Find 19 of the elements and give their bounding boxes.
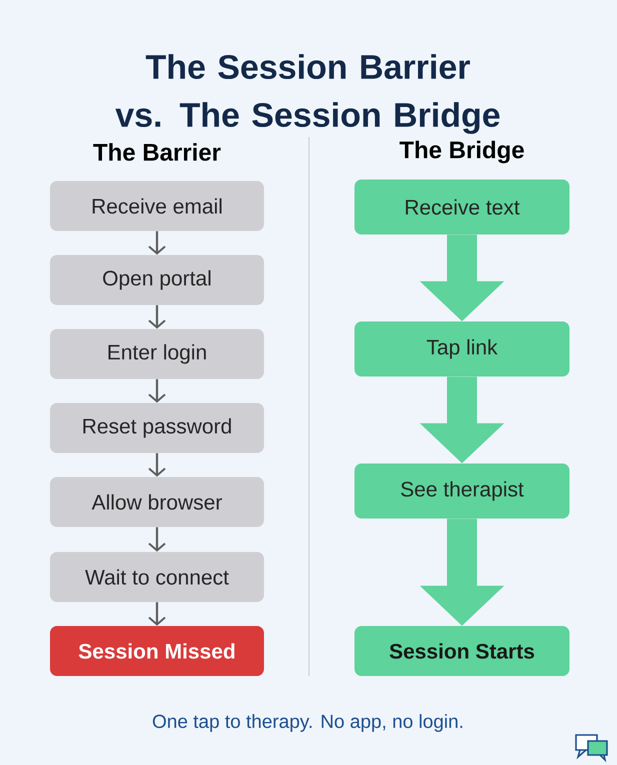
result-box: Session Starts: [354, 626, 570, 676]
arrow: [148, 602, 166, 626]
arrow: [148, 453, 166, 477]
arrow: [148, 379, 166, 403]
step-box: Receive email: [50, 181, 264, 231]
step-box: Receive text: [354, 180, 570, 234]
step-box: Reset password: [50, 403, 264, 453]
step-box: Wait to connect: [50, 552, 264, 602]
step-box: Allow browser: [50, 477, 264, 527]
arrow: [148, 305, 166, 329]
tagline: One tap to therapy. No app, no login.: [152, 714, 462, 732]
step-box: Tap link: [354, 322, 570, 376]
step-box: Open portal: [50, 255, 264, 305]
alert-box: Session Missed: [50, 626, 264, 676]
arrow: [148, 231, 166, 255]
title: The Session Barrier vs. The Session Bridge: [115, 54, 500, 134]
arrow: [148, 527, 166, 552]
step-box: See therapist: [354, 464, 570, 518]
step-box: Enter login: [50, 329, 264, 379]
